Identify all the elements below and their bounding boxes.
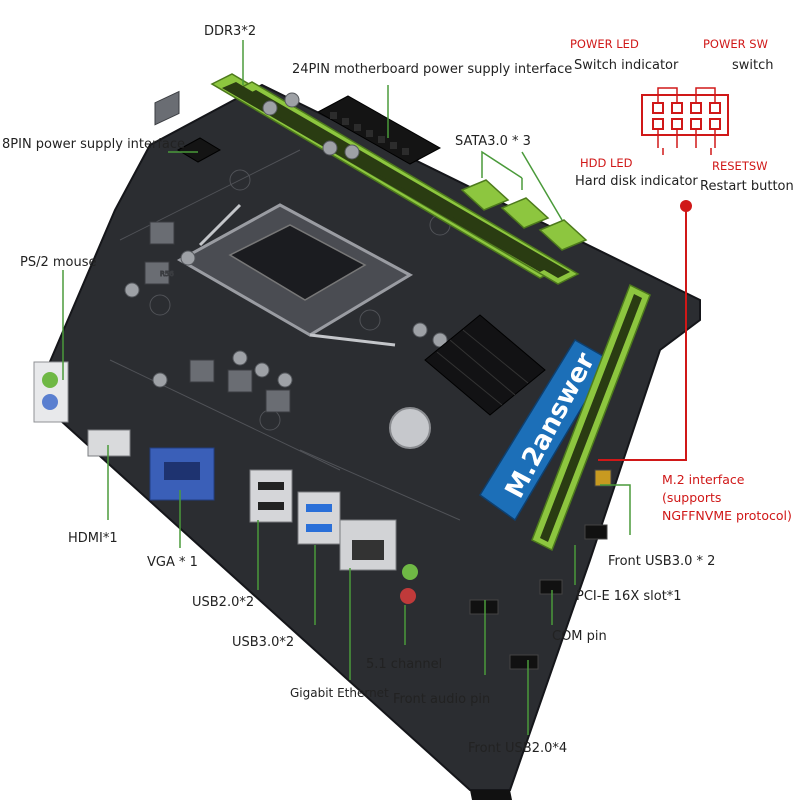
ddr3-slots <box>210 73 580 285</box>
label-24pin-power: 24PIN motherboard power supply interface <box>292 62 573 77</box>
label-51-channel: 5.1 channel <box>366 657 443 672</box>
header-leader-line <box>598 208 687 461</box>
header-location-dot <box>680 200 692 212</box>
label-hdmi: HDMI*1 <box>68 531 118 546</box>
label-ps2: PS/2 mouse <box>20 255 97 270</box>
label-gigabit-ethernet: Gigabit Ethernet <box>290 686 389 700</box>
label-com-pin: COM pin <box>552 629 607 644</box>
label-vga: VGA * 1 <box>147 555 198 570</box>
label-ddr3: DDR3*2 <box>204 24 257 39</box>
cmos-battery <box>389 407 431 449</box>
label-reset-sw: RESETSW <box>712 159 768 173</box>
capacitors <box>124 92 448 388</box>
motherboard-pcb <box>38 83 701 791</box>
label-power-led: POWER LED <box>570 37 639 51</box>
hdmi-port <box>87 429 131 457</box>
label-switch-indicator: Switch indicator <box>574 58 679 73</box>
header-outline <box>641 94 729 136</box>
label-front-usb30: Front USB3.0 * 2 <box>608 554 716 569</box>
front-panel-header-diagram <box>598 87 729 461</box>
pcb-shadow-edge <box>470 790 512 800</box>
label-usb30: USB3.0*2 <box>232 635 295 650</box>
chipset-heatsink <box>424 314 546 416</box>
usb30-ports <box>297 491 341 545</box>
leader-lines <box>62 40 631 735</box>
label-m2-protocol: NGFFNVME protocol) <box>662 508 792 523</box>
usb20-ports <box>249 469 293 523</box>
atx-24pin-connector <box>316 95 442 165</box>
label-m2-interface: M.2 interface <box>662 472 745 487</box>
audio-jack-green <box>402 564 418 580</box>
cpu-8pin-connector <box>176 137 222 163</box>
label-switch: switch <box>732 58 774 73</box>
label-front-usb20: Front USB2.0*4 <box>468 741 568 756</box>
label-pcie-slot: PCI-E 16X slot*1 <box>576 589 682 604</box>
label-usb20: USB2.0*2 <box>192 595 255 610</box>
cpu-socket <box>176 203 414 347</box>
label-m2-supports: (supports <box>662 490 722 505</box>
vrm-chokes: R56 <box>144 90 291 413</box>
label-front-audio: Front audio pin <box>393 692 491 707</box>
label-hard-disk-indicator: Hard disk indicator <box>575 174 698 189</box>
label-sata: SATA3.0 * 3 <box>455 134 531 149</box>
label-hdd-led: HDD LED <box>580 156 633 170</box>
label-8pin-power: 8PIN power supply interface <box>2 137 186 152</box>
pcie-x16-slot <box>531 283 651 552</box>
headers <box>469 469 612 670</box>
audio-jack-red <box>400 588 416 604</box>
sata-ports <box>460 179 588 251</box>
label-restart-button: Restart button <box>700 179 794 194</box>
choke-tag: R56 <box>160 270 174 278</box>
label-power-sw: POWER SW <box>703 37 768 51</box>
